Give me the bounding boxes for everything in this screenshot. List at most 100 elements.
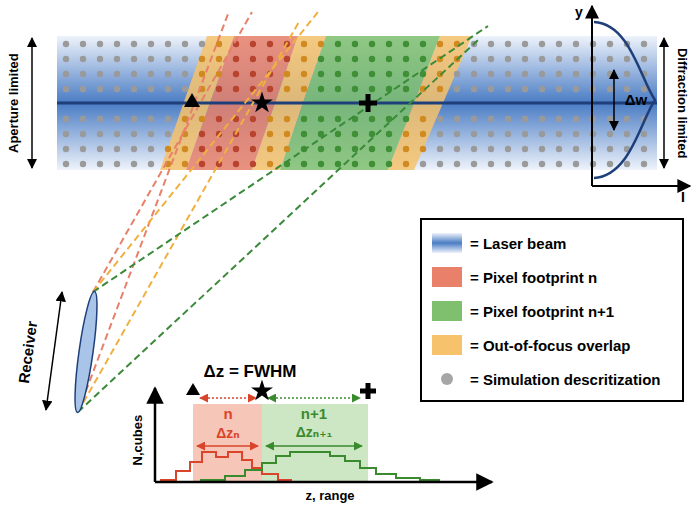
- grid-dot: [216, 116, 222, 122]
- grid-dot: [335, 146, 341, 152]
- grid-dot: [386, 146, 392, 152]
- grid-dot: [607, 71, 613, 77]
- grid-dot: [573, 131, 579, 137]
- cross-marker: [359, 94, 377, 112]
- grid-dot: [437, 41, 443, 47]
- grid-dot: [301, 41, 307, 47]
- grid-dot: [318, 86, 324, 92]
- grid-dot: [114, 146, 120, 152]
- grid-dot: [233, 86, 239, 92]
- grid-dot: [335, 71, 341, 77]
- grid-dot: [182, 161, 188, 167]
- grid-dot: [403, 41, 409, 47]
- grid-dot: [488, 71, 494, 77]
- grid-dot: [369, 146, 375, 152]
- grid-dot: [301, 131, 307, 137]
- grid-dot: [301, 86, 307, 92]
- grid-dot: [165, 71, 171, 77]
- grid-dot: [199, 56, 205, 62]
- legend-entry: = Pixel footprint n+1: [422, 294, 682, 328]
- grid-dot: [267, 86, 273, 92]
- beam-axis: [57, 102, 657, 105]
- grid-dot: [233, 161, 239, 167]
- grid-dot: [97, 131, 103, 137]
- grid-dot: [539, 116, 545, 122]
- grid-dot: [488, 41, 494, 47]
- grid-dot: [420, 161, 426, 167]
- grid-dot: [437, 146, 443, 152]
- grid-dot: [335, 131, 341, 137]
- grid-dot: [556, 146, 562, 152]
- grid-dot: [505, 131, 511, 137]
- grid-dot: [488, 56, 494, 62]
- width-arrow: [613, 70, 615, 130]
- grid-dot: [522, 116, 528, 122]
- legend-swatch: [432, 335, 462, 355]
- grid-dot: [403, 56, 409, 62]
- axis-label: y: [575, 5, 583, 20]
- grid-dot: [148, 161, 154, 167]
- grid-dot: [539, 86, 545, 92]
- grid-dot: [539, 56, 545, 62]
- grid-dot: [114, 161, 120, 167]
- grid-dot: [386, 41, 392, 47]
- legend-text: = Simulation descritization: [470, 371, 660, 388]
- grid-dot: [97, 161, 103, 167]
- grid-dot: [199, 41, 205, 47]
- grid-dot: [454, 86, 460, 92]
- legend-entry: = Out-of-focus overlap: [422, 328, 682, 362]
- fwhm-label: Δzₙ: [216, 426, 239, 441]
- grid-dot: [471, 146, 477, 152]
- legend-swatch: [432, 301, 462, 321]
- chart-title: Δz = FWHM: [204, 363, 297, 382]
- grid-dot: [182, 146, 188, 152]
- triangle-marker: [184, 93, 200, 107]
- grid-dot: [199, 116, 205, 122]
- grid-dot: [267, 41, 273, 47]
- grid-dot: [335, 116, 341, 122]
- grid-dot: [131, 161, 137, 167]
- grid-dot: [114, 56, 120, 62]
- axis-label: N,cubes: [131, 415, 145, 466]
- width-label: Δw: [625, 92, 647, 109]
- grid-dot: [420, 56, 426, 62]
- grid-dot: [420, 146, 426, 152]
- grid-dot: [80, 116, 86, 122]
- fwhm-label: Δzₙ₊₁: [296, 425, 333, 440]
- diffraction-arrow: [663, 38, 665, 168]
- grid-dot: [556, 116, 562, 122]
- grid-dot: [505, 41, 511, 47]
- grid-dot: [573, 161, 579, 167]
- receiver-arrow: [46, 292, 62, 410]
- grid-dot: [250, 146, 256, 152]
- grid-dot: [369, 71, 375, 77]
- bin-label: n: [223, 406, 232, 423]
- grid-dot: [369, 41, 375, 47]
- grid-dot: [369, 116, 375, 122]
- grid-dot: [488, 131, 494, 137]
- grid-dot: [607, 86, 613, 92]
- grid-dot: [607, 131, 613, 137]
- bin-span-n1: [268, 397, 360, 399]
- grid-dot: [454, 116, 460, 122]
- grid-dot: [131, 41, 137, 47]
- grid-dot: [607, 161, 613, 167]
- grid-dot: [63, 146, 69, 152]
- grid-dot: [165, 116, 171, 122]
- grid-dot: [267, 146, 273, 152]
- grid-dot: [505, 161, 511, 167]
- grid-dot: [182, 41, 188, 47]
- grid-dot: [369, 56, 375, 62]
- grid-dot: [505, 116, 511, 122]
- grid-dot: [505, 86, 511, 92]
- grid-dot: [165, 131, 171, 137]
- grid-dot: [63, 71, 69, 77]
- grid-dot: [607, 146, 613, 152]
- grid-dot: [505, 71, 511, 77]
- grid-dot: [386, 116, 392, 122]
- grid-dot: [148, 116, 154, 122]
- legend-entry: = Laser beam: [422, 226, 682, 260]
- grid-dot: [250, 41, 256, 47]
- grid-dot: [335, 86, 341, 92]
- grid-dot: [437, 86, 443, 92]
